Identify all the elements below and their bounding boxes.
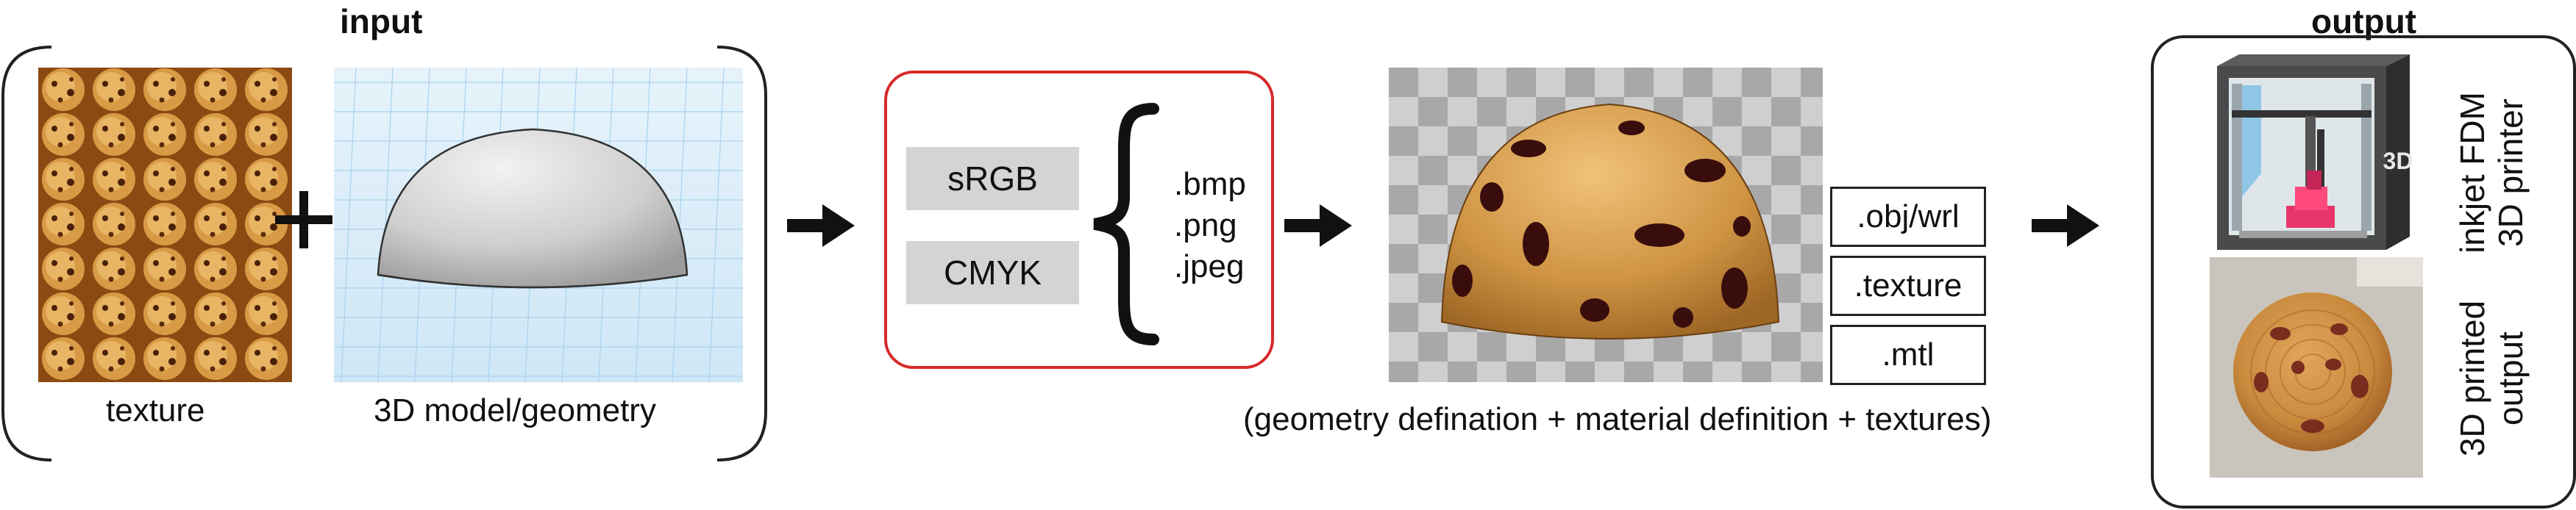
printed-label-line1: 3D printed	[2453, 300, 2491, 457]
arrow-right-icon	[1284, 204, 1352, 247]
color-format-panel: sRGB CMYK .bmp .png .jpeg	[884, 71, 1274, 369]
printer-icon: 3D	[2217, 54, 2413, 250]
printer-label-line1: inkjet FDM	[2453, 92, 2491, 254]
format-description: (geometry defination + material definiti…	[1243, 401, 1992, 437]
printed-output-image	[2210, 257, 2423, 478]
plus-icon	[275, 191, 332, 248]
file-type-mtl: .mtl	[1830, 325, 1986, 385]
printer-label-line2: 3D printer	[2491, 98, 2530, 247]
output-panel	[2151, 35, 2576, 509]
printed-output-label: 3D printed output	[2453, 283, 2534, 474]
curly-brace-icon	[1093, 103, 1159, 345]
arrow-right-icon	[2032, 204, 2099, 247]
file-type-texture: .texture	[1830, 256, 1986, 316]
format-bmp: .bmp	[1174, 166, 1246, 202]
printer-badge: 3D	[2383, 148, 2413, 174]
model-label: 3D model/geometry	[374, 392, 656, 428]
printer-label: inkjet FDM 3D printer	[2453, 62, 2534, 283]
arrow-right-icon	[787, 204, 855, 247]
textured-model-render	[1389, 68, 1823, 382]
input-title: input	[340, 2, 423, 40]
format-png: .png	[1174, 207, 1237, 243]
format-jpeg: .jpeg	[1174, 248, 1245, 284]
output-title: output	[2311, 2, 2417, 40]
printed-label-line2: output	[2491, 331, 2530, 425]
texture-label: texture	[106, 392, 205, 428]
input-bracket	[1, 46, 767, 461]
cmyk-box: CMYK	[906, 241, 1079, 304]
file-type-obj: .obj/wrl	[1830, 187, 1986, 247]
texture-image	[38, 68, 292, 382]
srgb-box: sRGB	[906, 147, 1079, 210]
model-image	[334, 68, 743, 382]
